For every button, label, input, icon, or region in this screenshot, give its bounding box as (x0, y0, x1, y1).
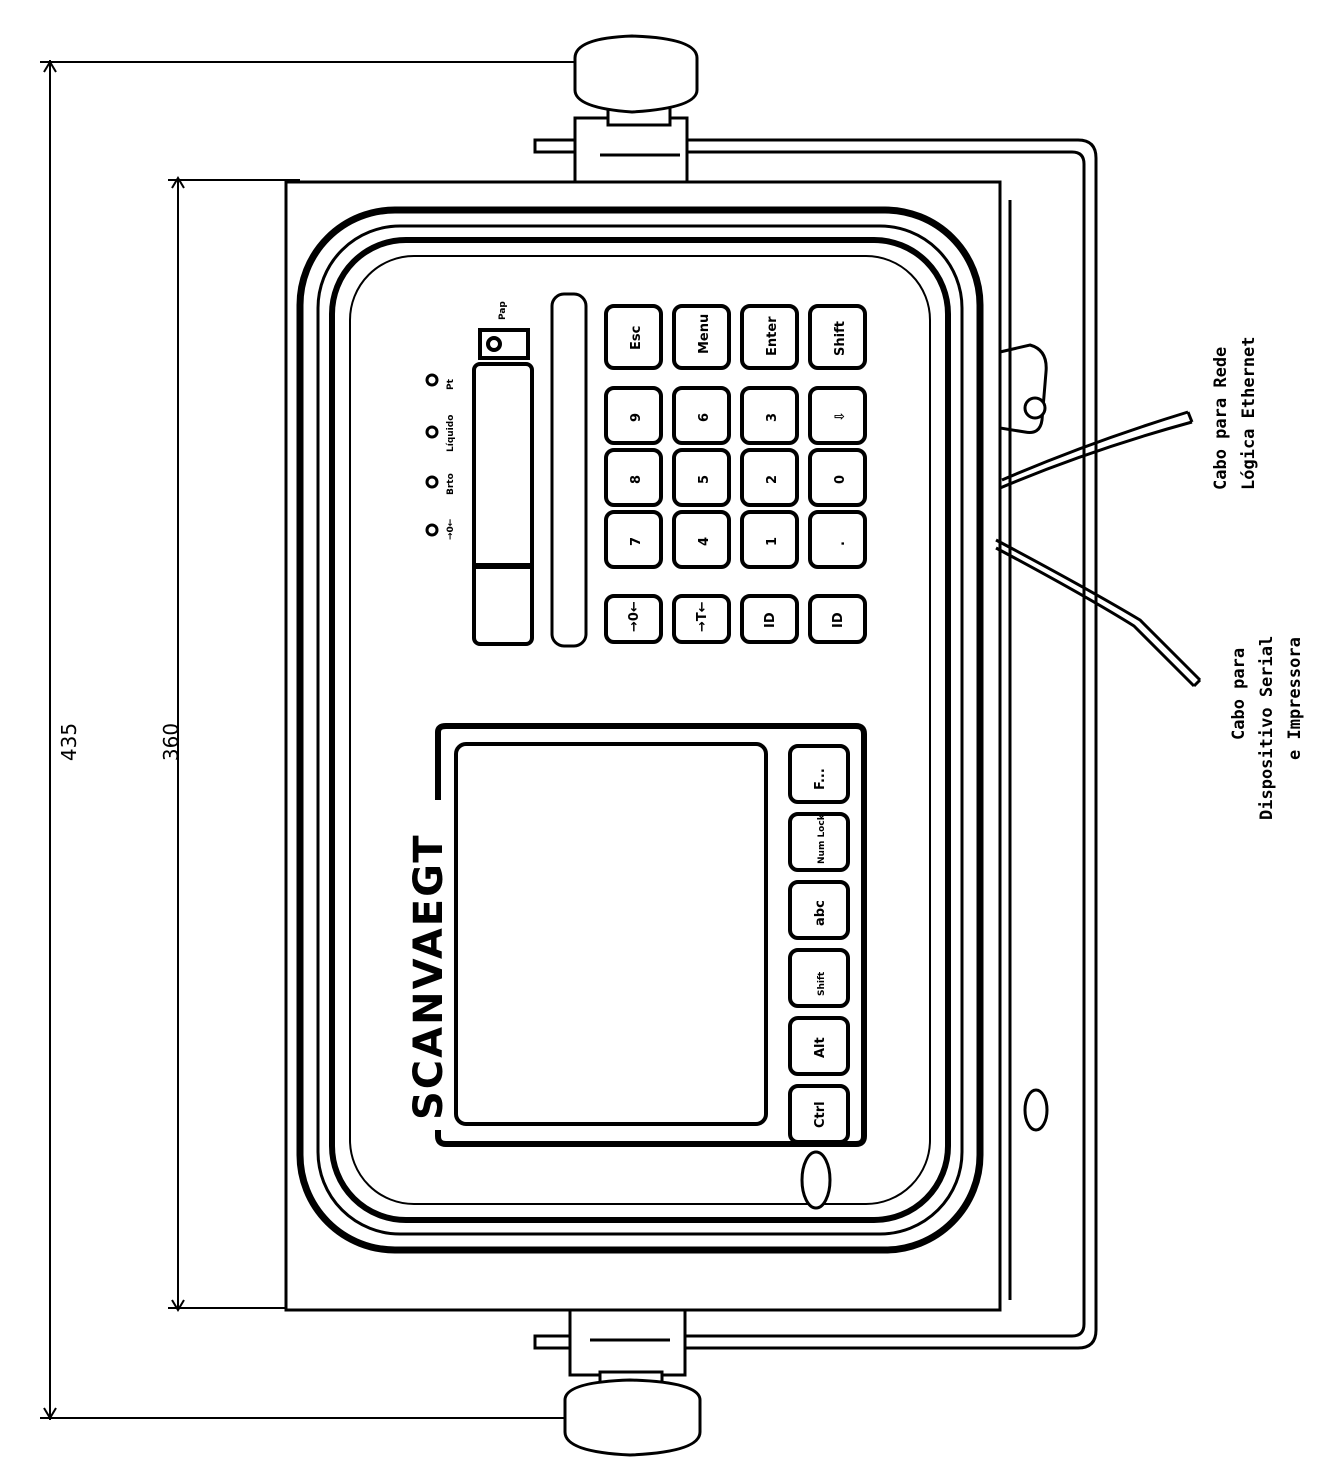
key-function[interactable]: F... (788, 744, 850, 804)
ethernet-cable (999, 410, 1194, 490)
svg-text:6: 6 (697, 413, 712, 422)
key-alt[interactable]: Alt (788, 1016, 850, 1076)
numeric-keypad: 7 8 9 4 5 6 1 2 3 . 0 ⇩ (604, 386, 867, 569)
key-enter[interactable]: Enter (740, 304, 799, 370)
svg-text:Shift: Shift (833, 321, 848, 356)
top-mounting-knob (573, 34, 699, 186)
indicator-net-label: Líquido (446, 415, 456, 452)
svg-text:abc: abc (813, 900, 828, 926)
svg-text:5: 5 (697, 475, 712, 484)
dimension-panel (168, 176, 300, 1312)
key-esc[interactable]: Esc (604, 304, 663, 370)
key-tare[interactable]: →T← (672, 594, 731, 644)
svg-text:⇩: ⇩ (833, 411, 848, 422)
callout-ethernet-line-2: Lógica Ethernet (1239, 336, 1259, 490)
indicator-gross-label: Brto (446, 473, 456, 495)
key-ctrl[interactable]: Ctrl (788, 1084, 850, 1144)
key-4[interactable]: 4 (672, 510, 731, 569)
brand-logo: SCANVAEGT (406, 833, 452, 1120)
svg-text:Enter: Enter (765, 316, 780, 356)
key-id-2[interactable]: ID (808, 594, 867, 644)
indicator-zero-label: →0← (446, 518, 456, 540)
indicator-gross-led (425, 475, 439, 489)
serial-cable (995, 538, 1202, 688)
callout-ethernet-line-1: Cabo para Rede (1211, 347, 1231, 490)
callout-serial-line-2: Dispositivo Serial (1257, 636, 1277, 820)
printer-label: Pap (498, 301, 508, 320)
front-gasket (296, 206, 984, 1254)
svg-text:2: 2 (765, 475, 780, 484)
right-key-column: Esc Menu Enter Shift (604, 304, 867, 370)
dimension-overall (40, 60, 600, 1420)
svg-text:0: 0 (833, 475, 848, 484)
svg-text:Esc: Esc (629, 326, 644, 350)
key-shift[interactable]: Shift (788, 948, 850, 1008)
key-zero[interactable]: →0← (604, 594, 663, 644)
key-num-lock[interactable]: Num Lock (788, 812, 850, 872)
key-5[interactable]: 5 (672, 448, 731, 507)
svg-text:→T←: →T← (695, 601, 710, 632)
key-abc[interactable]: abc (788, 880, 850, 940)
svg-text:3: 3 (765, 413, 780, 422)
indicator-pt-led (425, 373, 439, 387)
svg-text:Num Lock: Num Lock (817, 813, 827, 864)
svg-text:8: 8 (629, 475, 644, 484)
key-decimal[interactable]: . (808, 510, 867, 569)
side-latch (998, 343, 1048, 434)
svg-text:→0←: →0← (627, 601, 642, 632)
svg-text:7: 7 (629, 537, 644, 546)
display-bezel (435, 723, 867, 1147)
svg-text:4: 4 (697, 537, 712, 546)
svg-text:ID: ID (831, 612, 846, 628)
key-0[interactable]: 0 (808, 448, 867, 507)
key-3[interactable]: 3 (740, 386, 799, 445)
key-8[interactable]: 8 (604, 448, 663, 507)
status-indicators (425, 373, 439, 537)
svg-text:9: 9 (629, 413, 644, 422)
left-key-column: →0← →T← ID ID (604, 594, 867, 644)
callout-serial-line-1: Cabo para (1229, 648, 1249, 740)
dimension-panel-label: 360 (159, 723, 183, 761)
svg-text:ID: ID (763, 612, 778, 628)
key-2[interactable]: 2 (740, 448, 799, 507)
key-1[interactable]: 1 (740, 510, 799, 569)
indicator-zero-led (425, 523, 439, 537)
svg-text:1: 1 (765, 537, 780, 546)
bottom-mounting-knob (563, 1303, 702, 1457)
indicator-net-led (425, 425, 439, 439)
bracket-screw-oval (1023, 1088, 1049, 1132)
key-7[interactable]: 7 (604, 510, 663, 569)
key-9[interactable]: 9 (604, 386, 663, 445)
svg-text:.: . (833, 541, 848, 546)
key-down[interactable]: ⇩ (808, 386, 867, 445)
indicator-pt-label: Pt (446, 378, 456, 390)
lcd-screen (454, 742, 768, 1126)
key-menu[interactable]: Menu (672, 304, 731, 370)
key-6[interactable]: 6 (672, 386, 731, 445)
key-id-1[interactable]: ID (740, 594, 799, 644)
key-shift-right[interactable]: Shift (808, 304, 867, 370)
mounting-bracket (533, 138, 1098, 1350)
svg-text:Ctrl: Ctrl (813, 1101, 828, 1128)
dimension-overall-label: 435 (57, 723, 81, 761)
printer-slot (472, 292, 588, 648)
callout-serial-line-3: e Impressora (1285, 637, 1305, 760)
svg-text:Shift: Shift (817, 971, 827, 996)
svg-text:Alt: Alt (813, 1037, 828, 1058)
svg-text:F...: F... (813, 768, 828, 790)
svg-text:Menu: Menu (697, 314, 712, 354)
function-key-row: F... Num Lock abc Shift Alt Ctrl (788, 744, 850, 1144)
front-screw-oval (800, 1150, 832, 1210)
